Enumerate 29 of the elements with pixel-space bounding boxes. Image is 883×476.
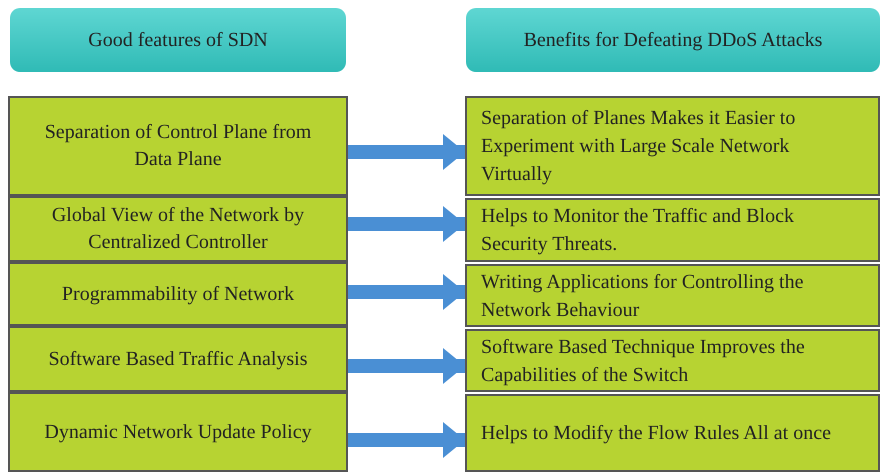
box-text: Dynamic Network Update Policy xyxy=(44,420,312,444)
heading-box xyxy=(466,8,880,72)
box-text: Writing Applications for Controlling the Network Behaviour xyxy=(481,270,804,322)
feature-box xyxy=(8,392,348,472)
arrow xyxy=(348,134,465,170)
box-text: Helps to Monitor the Traffic and Block Security Threats. xyxy=(481,204,795,257)
arrow xyxy=(348,422,465,458)
arrow xyxy=(348,274,465,310)
box-text: Global View of the Network by Centralized Controller xyxy=(50,203,306,255)
feature-box xyxy=(8,262,348,326)
box-text: Software Based Technique Improves the Capabilities of the Switch xyxy=(481,334,806,388)
feature-box xyxy=(8,96,348,196)
box-text: Separation of Planes Makes it Easier to Experiment with Large Scale Network Virtually xyxy=(481,106,796,187)
box-text: Good features of SDN xyxy=(88,28,268,52)
benefit-box xyxy=(465,198,880,262)
feature-box xyxy=(8,326,348,392)
feature-box xyxy=(8,196,348,262)
box-text: Separation of Control Plane from Data Plane xyxy=(44,120,312,172)
box-text: Helps to Modify the Flow Rules All at once xyxy=(481,421,831,446)
benefit-box xyxy=(465,394,880,472)
arrow xyxy=(348,348,465,384)
box-text: Benefits for Defeating DDoS Attacks xyxy=(524,28,822,52)
benefit-box xyxy=(465,264,880,327)
arrow xyxy=(348,206,465,242)
heading-box xyxy=(10,8,346,72)
benefit-box xyxy=(465,96,880,196)
box-text: Software Based Traffic Analysis xyxy=(48,346,308,372)
box-text: Programmability of Network xyxy=(62,282,294,306)
benefit-box xyxy=(465,329,880,392)
